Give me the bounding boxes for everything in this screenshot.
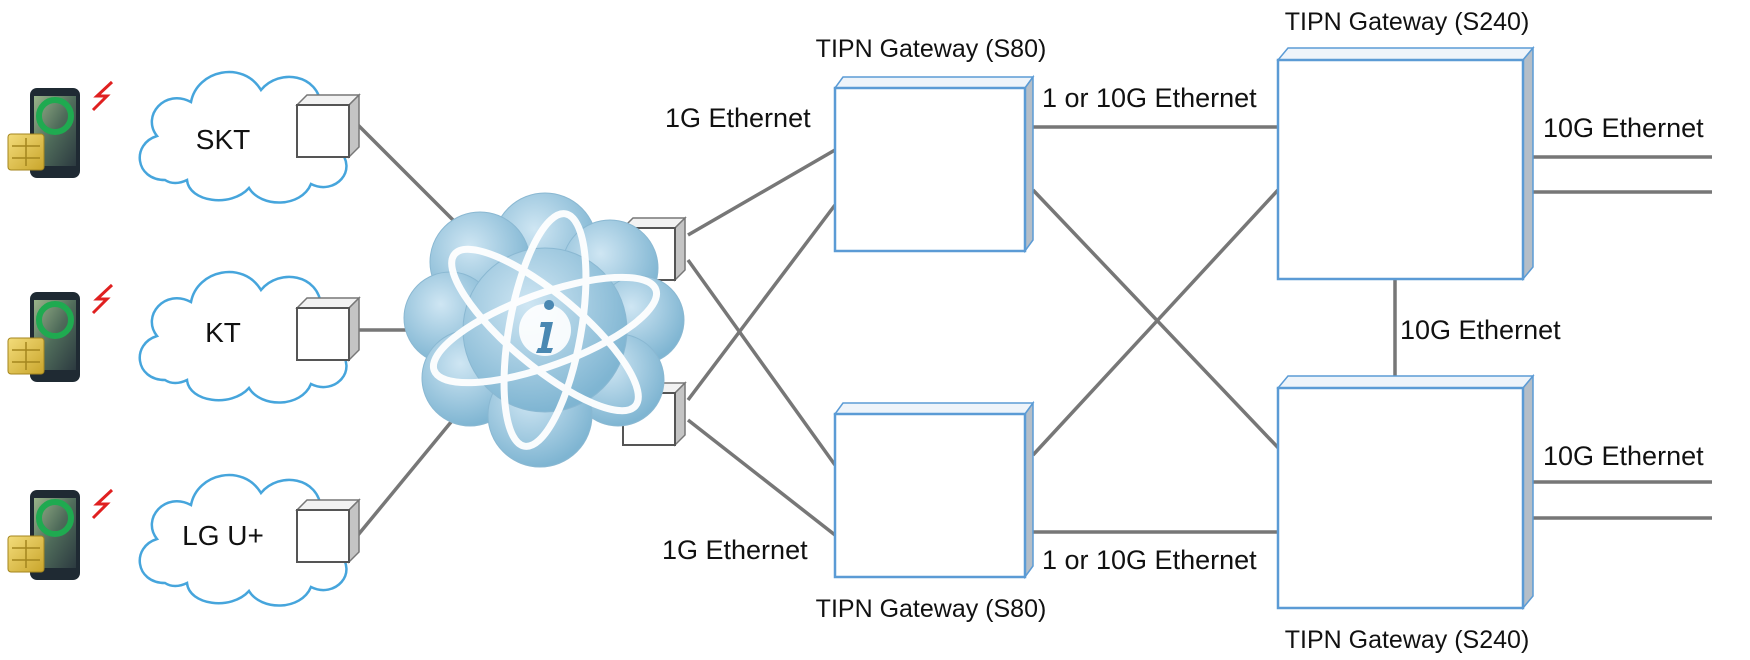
- link-switch2-s80top: [686, 203, 837, 402]
- gateway-label-s80-bottom: TIPN Gateway (S80): [816, 595, 1047, 623]
- network-switch-icon: [295, 296, 361, 362]
- link-label-mid-top: 1 or 10G Ethernet: [1042, 83, 1257, 113]
- smartphone-with-sim-icon: [7, 292, 80, 382]
- phone-lgu: [7, 490, 80, 580]
- link-switch1-s80bottom: [686, 258, 837, 467]
- gateway-label-s240-top: TIPN Gateway (S240): [1285, 8, 1530, 36]
- link-label-1g-top: 1G Ethernet: [665, 103, 811, 133]
- link-label-1g-bottom: 1G Ethernet: [662, 535, 808, 565]
- phone-skt: [7, 88, 80, 178]
- operator-label: LG U+: [182, 520, 264, 551]
- network-switch-icon: [295, 498, 361, 564]
- link-switch1-s80top: [687, 148, 836, 237]
- link-s80top-s240bottom: [1031, 188, 1287, 457]
- gateway-label-s240-bottom: TIPN Gateway (S240): [1285, 626, 1530, 654]
- link-label-mid-bottom: 1 or 10G Ethernet: [1042, 545, 1257, 575]
- gateway-s240-bottom: [1276, 373, 1535, 611]
- wireless-signal-icon: [91, 80, 114, 112]
- link-label-out-top: 10G Ethernet: [1543, 113, 1704, 143]
- link-label-vertical: 10G Ethernet: [1400, 315, 1561, 345]
- wireless-signal-icon: [91, 488, 114, 520]
- gateway-s80-top: [833, 74, 1035, 254]
- gateway-s240-top: [1276, 45, 1535, 282]
- internet-cloud-icon: [403, 192, 685, 468]
- smartphone-with-sim-icon: [7, 88, 80, 178]
- operator-label: KT: [205, 317, 241, 348]
- gateway-s80-bottom: [833, 400, 1035, 580]
- operator-cloud-kt: KT: [138, 270, 352, 404]
- link-label-out-bottom: 10G Ethernet: [1543, 441, 1704, 471]
- wireless-signal-icon: [91, 283, 114, 315]
- link-switch2-s80bottom: [686, 418, 837, 537]
- link-s80bottom-s240top: [1031, 188, 1280, 457]
- atom-orbits: [429, 210, 661, 450]
- link-skt-internet: [356, 123, 472, 239]
- gateway-label-s80-top: TIPN Gateway (S80): [816, 35, 1047, 63]
- operator-cloud-lgu: LG U+: [138, 473, 352, 607]
- info-glyph: [536, 300, 555, 353]
- phone-kt: [7, 292, 80, 382]
- network-switch-icon: [295, 93, 361, 159]
- smartphone-with-sim-icon: [7, 490, 80, 580]
- operator-label: SKT: [196, 124, 250, 155]
- link-lgu-internet: [356, 414, 458, 537]
- links: [356, 123, 1712, 537]
